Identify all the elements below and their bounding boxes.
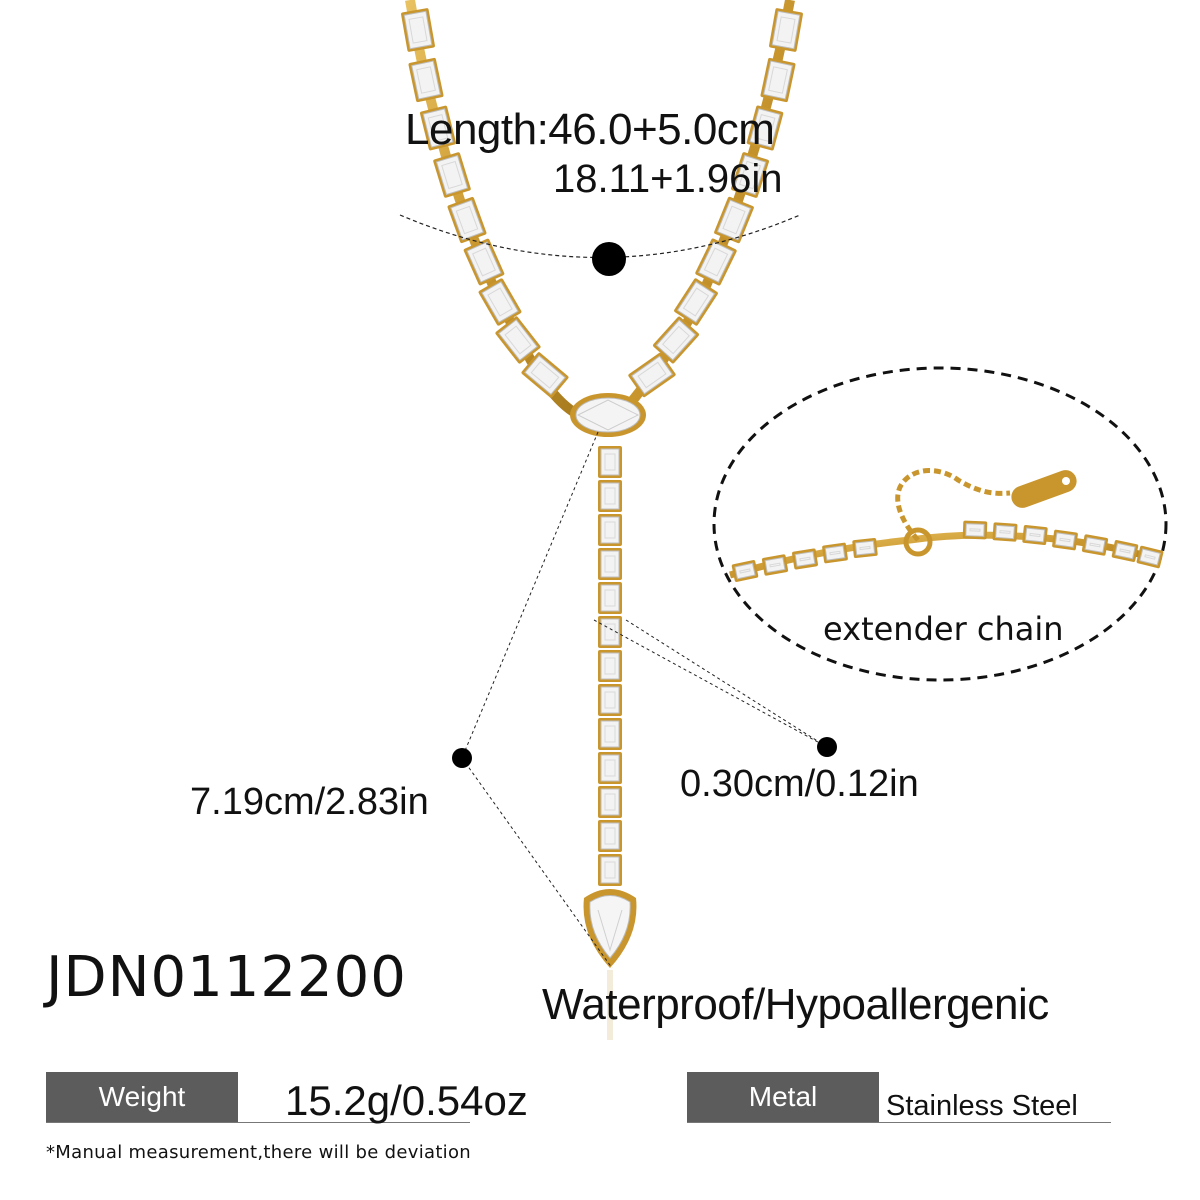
- baguette-stone: [746, 105, 784, 151]
- baguette-stone: [760, 57, 796, 103]
- baguette-stone: [598, 650, 622, 682]
- baguette-stone: [852, 537, 878, 559]
- baguette-stone: [653, 316, 699, 364]
- baguette-stone: [695, 238, 737, 286]
- product-code: JDN0112200: [46, 945, 407, 1010]
- baguette-stone: [598, 718, 622, 750]
- metal-label-box: Metal: [687, 1072, 879, 1122]
- baguette-stone: [714, 196, 754, 244]
- baguette-stone: [598, 684, 622, 716]
- baguette-stone: [598, 854, 622, 886]
- baguette-stone: [992, 522, 1018, 542]
- baguette-stone: [1136, 545, 1164, 569]
- baguette-stone: [598, 616, 622, 648]
- length-cm-label: Length:46.0+5.0cm: [405, 105, 775, 154]
- pendant-guide-line-top: [461, 431, 599, 759]
- baguette-stone: [731, 560, 759, 582]
- baguette-stone: [401, 8, 435, 52]
- baguette-stone: [495, 316, 541, 364]
- weight-value: 15.2g/0.54oz: [285, 1077, 528, 1124]
- baguette-stone: [463, 238, 505, 286]
- width-guide-line-1: [593, 619, 828, 748]
- weight-underline: [46, 1122, 470, 1123]
- baguette-stone: [521, 352, 569, 398]
- pear-drop-stone: [583, 889, 637, 968]
- baguette-stone: [1022, 524, 1048, 546]
- baguette-stone: [761, 554, 789, 576]
- length-guide-dot: [592, 242, 626, 276]
- marquise-stone: [570, 393, 646, 437]
- length-in-label: 18.11+1.96in: [553, 157, 783, 201]
- baguette-stone: [598, 548, 622, 580]
- baguette-stone: [598, 582, 622, 614]
- baguette-stone: [598, 820, 622, 852]
- width-guide-dot: [817, 737, 837, 757]
- baguette-stone: [598, 786, 622, 818]
- baguette-stone: [598, 514, 622, 546]
- width-guide-line-2: [625, 619, 828, 748]
- baguette-stone: [598, 480, 622, 512]
- baguette-stone: [433, 152, 471, 198]
- chain-width-label: 0.30cm/0.12in: [680, 763, 919, 805]
- baguette-stone: [420, 105, 456, 151]
- baguette-stone: [478, 278, 522, 326]
- baguette-stone: [1111, 540, 1139, 562]
- pendant-length-label: 7.19cm/2.83in: [190, 781, 429, 823]
- baguette-stone: [408, 57, 444, 103]
- baguette-stone: [822, 542, 848, 564]
- product-features: Waterproof/Hypoallergenic: [542, 980, 1049, 1029]
- metal-value: Stainless Steel: [886, 1090, 1078, 1122]
- baguette-stone: [792, 548, 818, 570]
- extender-chain-detail: [729, 468, 1164, 582]
- baguette-stone: [1081, 534, 1109, 556]
- pendant-guide-line-bottom: [461, 757, 613, 969]
- measurement-footnote: *Manual measurement,there will be deviat…: [46, 1142, 472, 1163]
- metal-label: Metal: [748, 1081, 818, 1112]
- baguette-stone: [628, 352, 676, 398]
- necklace-chain-right: [621, 0, 795, 414]
- baguette-stone: [674, 278, 718, 326]
- baguette-stone: [769, 8, 803, 52]
- metal-underline: [687, 1122, 1111, 1123]
- pendant-guide-dot: [452, 748, 472, 768]
- extender-detail-ellipse: [712, 366, 1168, 682]
- baguette-stone: [598, 446, 622, 478]
- baguette-stone: [962, 520, 988, 540]
- weight-label: Weight: [98, 1081, 186, 1112]
- extender-chain-label: extender chain: [823, 610, 1064, 648]
- weight-label-box: Weight: [46, 1072, 238, 1122]
- baguette-stone: [731, 152, 769, 198]
- baguette-stone: [1052, 529, 1078, 551]
- baguette-stone: [447, 196, 487, 244]
- baguette-stone: [598, 752, 622, 784]
